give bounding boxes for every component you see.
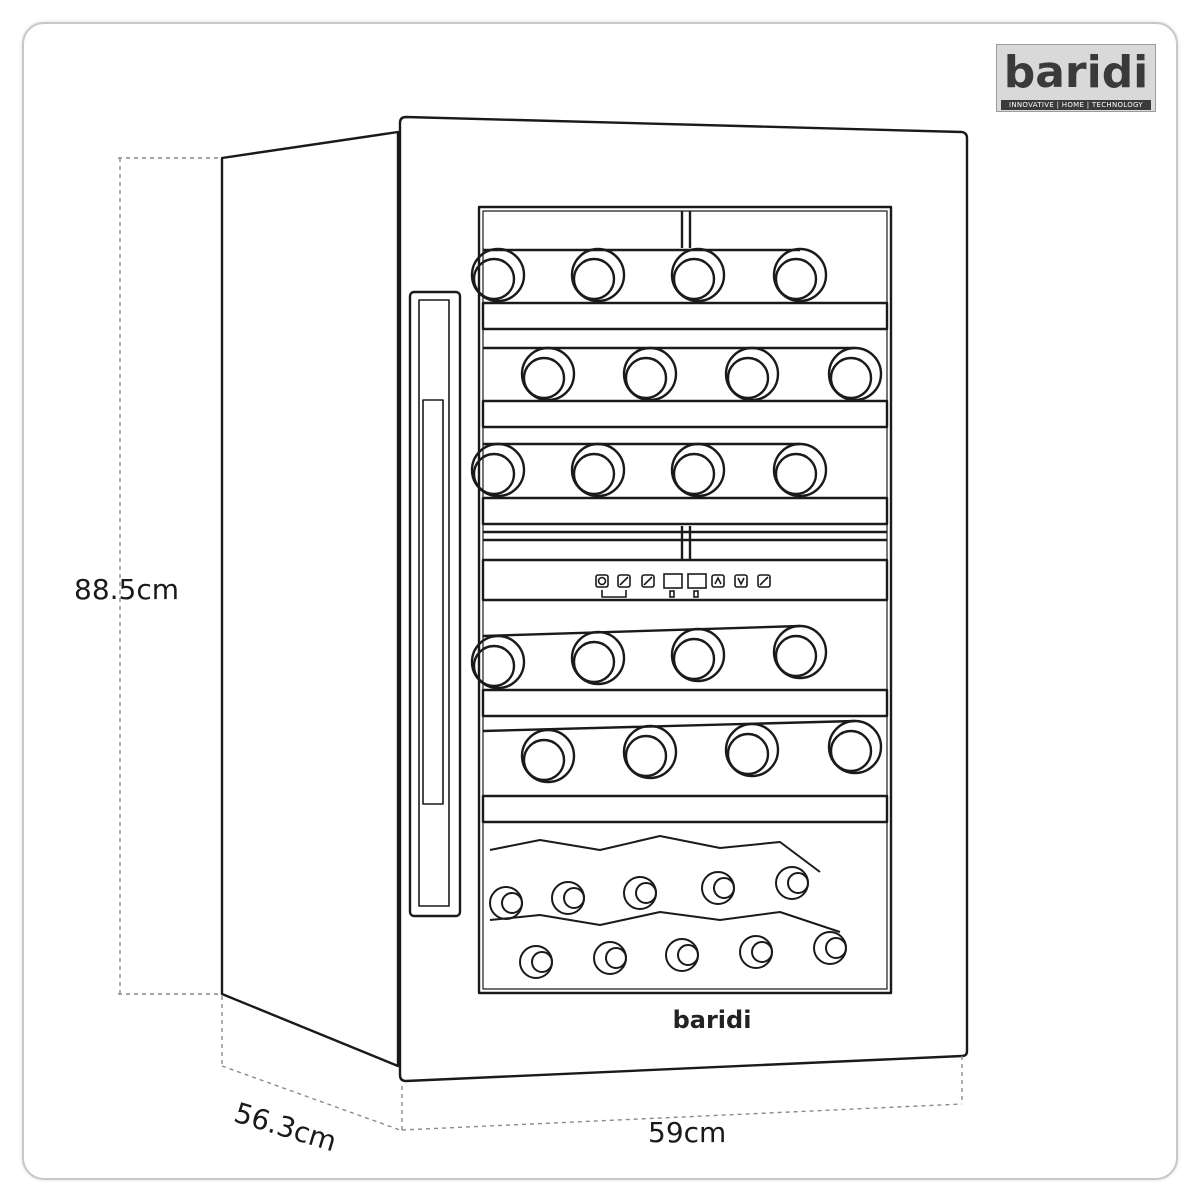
cabinet-side	[220, 130, 400, 1068]
zone-display-icon	[687, 573, 707, 598]
logo-tagline: INNOVATIVE | HOME | TECHNOLOGY	[1001, 100, 1151, 110]
handle-grip	[422, 399, 444, 805]
logo-wordmark: baridi	[1003, 47, 1149, 98]
up-arrow-icon	[711, 574, 725, 588]
width-dimension-line	[401, 1103, 963, 1131]
glass-pane	[477, 205, 893, 995]
handle-inner	[418, 299, 450, 907]
shelf	[481, 794, 889, 824]
door-handle	[408, 290, 462, 918]
brand-logo: baridi INNOVATIVE | HOME | TECHNOLOGY	[996, 44, 1156, 112]
bottle-row	[470, 624, 828, 690]
bottle-row	[470, 442, 828, 498]
light-icon	[617, 574, 631, 588]
bottle-row	[470, 247, 828, 303]
bottle-row	[483, 346, 883, 402]
zone-display-icon	[663, 573, 683, 598]
height-label: 88.5cm	[74, 573, 180, 606]
door-brand-label: baridi	[672, 1006, 752, 1034]
shelf	[481, 399, 889, 429]
bottle-stack	[489, 835, 847, 979]
width-label: 59cm	[648, 1116, 727, 1149]
control-panel-bar	[481, 558, 889, 602]
shelf	[481, 301, 889, 331]
shelf	[481, 496, 889, 526]
fan-icon	[757, 574, 771, 588]
bottle-row	[482, 719, 883, 784]
down-arrow-icon	[734, 574, 748, 588]
power-icon	[595, 574, 609, 588]
lock-icon	[641, 574, 655, 588]
shelf	[481, 688, 889, 718]
